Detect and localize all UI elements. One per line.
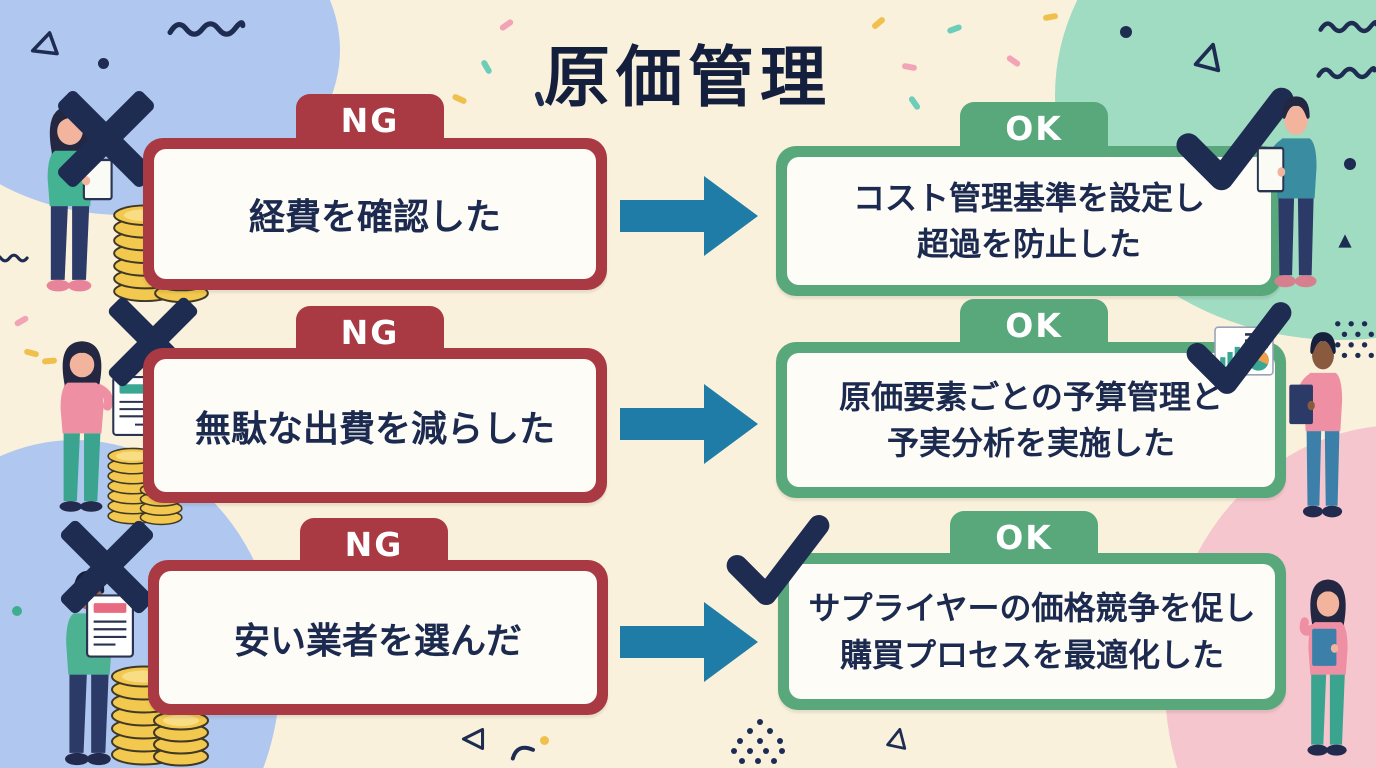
triangle-filled-icon [1338, 234, 1352, 248]
check-mark-icon [1176, 87, 1294, 191]
triangle-outline-icon [461, 727, 485, 751]
page-title: 原価管理 [544, 39, 832, 116]
dot-icon [1344, 158, 1356, 170]
x-mark-icon [60, 520, 154, 614]
person-man-with-clipboard-illustration [1289, 332, 1343, 518]
document-icon [86, 594, 134, 658]
ng-box: 無駄な出費を減らした [143, 348, 607, 503]
x-mark-icon [58, 91, 154, 187]
ng-tab-label: NG [340, 312, 400, 352]
ok-tab: OK [960, 102, 1108, 154]
ok-tab-label: OK [1005, 305, 1063, 345]
ng-box: 経費を確認した [143, 138, 607, 290]
ok-box-inner: 原価要素ごとの予算管理と 予実分析を実施した [787, 353, 1275, 487]
ok-box: サプライヤーの価格競争を促し 購買プロセスを最適化した [778, 553, 1286, 710]
person-woman-with-document-illustration [59, 341, 114, 512]
arrow-right-icon [620, 602, 758, 682]
squiggle-icon [1316, 66, 1376, 80]
triangle-outline-icon [30, 31, 59, 56]
ng-box: 安い業者を選んだ [148, 560, 608, 715]
ok-text-line: 購買プロセスを最適化した [839, 635, 1224, 674]
curve-icon [510, 745, 535, 761]
ok-tab-label: OK [995, 517, 1053, 557]
ng-text: 経費を確認した [248, 197, 501, 238]
ng-tab: NG [296, 94, 444, 146]
confetti-icon [1005, 54, 1022, 68]
ng-box-inner: 無駄な出費を減らした [154, 359, 596, 492]
triangle-outline-icon [886, 727, 907, 750]
dot-icon [12, 606, 22, 616]
check-mark-icon [726, 514, 830, 605]
ok-tab-label: OK [1005, 108, 1063, 148]
confetti-icon [13, 314, 30, 328]
confetti-icon [1042, 12, 1059, 22]
person-man-with-paper-illustration [1256, 96, 1317, 288]
dot-grid-icon [1335, 321, 1374, 359]
dot-icon [540, 736, 549, 745]
ok-text-line: サプライヤーの価格競争を促し [808, 589, 1256, 628]
ng-tab-label: NG [344, 524, 404, 564]
ng-box-inner: 経費を確認した [154, 149, 596, 279]
dot-cluster-icon [731, 719, 785, 764]
ok-box: 原価要素ごとの予算管理と 予実分析を実施した [776, 342, 1286, 498]
arrow-right-icon [620, 176, 758, 256]
dot-icon [98, 58, 109, 69]
ok-text-line: 超過を防止した [916, 225, 1141, 263]
ok-text-line: コスト管理基準を設定し [852, 178, 1205, 217]
arrow-right-icon [620, 384, 758, 464]
person-woman-with-clipboard-illustration [1299, 579, 1348, 756]
dot-icon [1120, 26, 1132, 38]
check-mark-icon [1186, 302, 1292, 394]
squiggle-icon [1318, 20, 1376, 34]
squiggle-icon [167, 20, 246, 37]
ng-text: 無駄な出費を減らした [194, 408, 555, 450]
ok-text-line: 原価要素ごとの予算管理と [839, 377, 1223, 416]
squiggle-icon [0, 253, 29, 263]
ok-box-inner: サプライヤーの価格競争を促し 購買プロセスを最適化した [789, 564, 1275, 699]
ng-box-inner: 安い業者を選んだ [159, 571, 597, 704]
ng-tab-label: NG [340, 100, 400, 140]
ok-box-inner: コスト管理基準を設定し 超過を防止した [787, 157, 1271, 285]
triangle-outline-icon [1193, 42, 1221, 73]
ng-text: 安い業者を選んだ [233, 620, 522, 662]
ok-text-line: 予実分析を実施した [886, 424, 1175, 462]
